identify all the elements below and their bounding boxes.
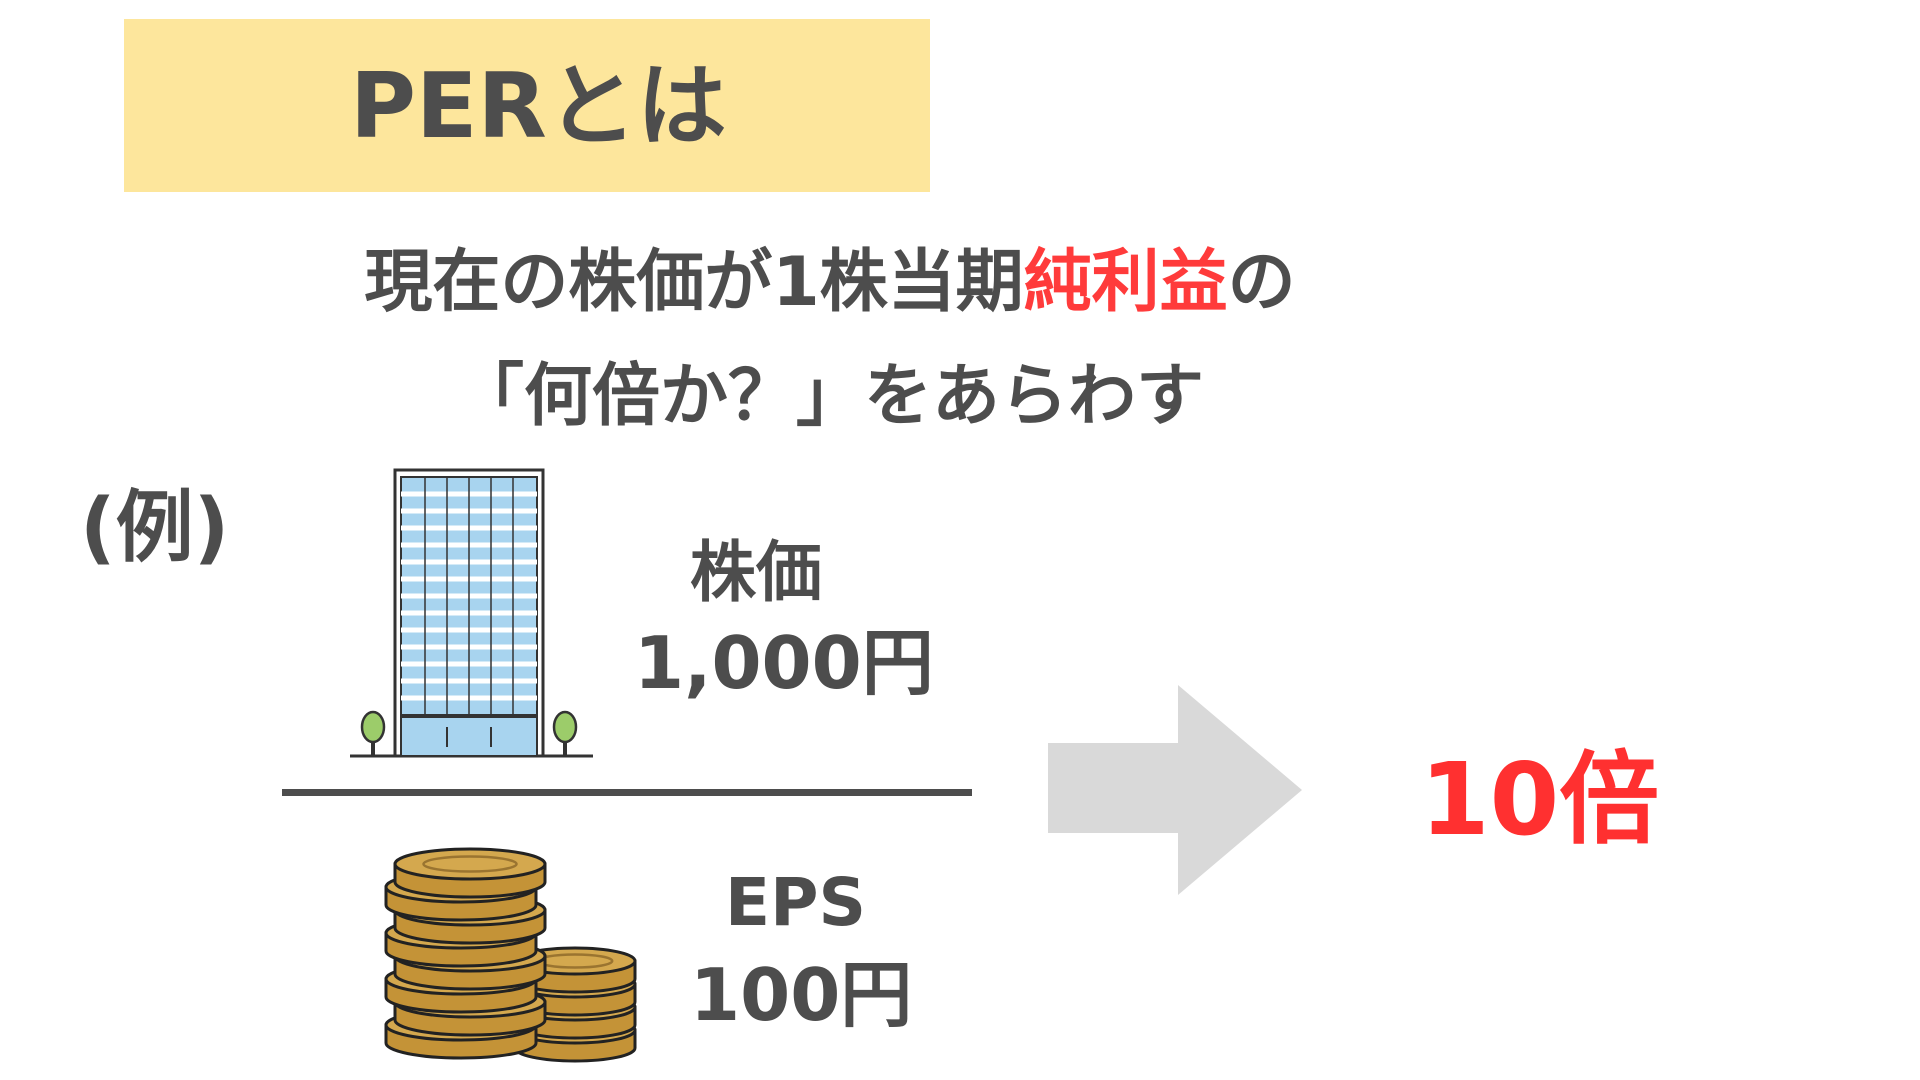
denominator-value: 100円 — [690, 953, 913, 1037]
example-label: (例) — [80, 483, 230, 573]
numerator-value: 1,000円 — [634, 621, 934, 705]
description-line-2: 「何倍か？」をあらわす — [455, 357, 1204, 436]
description-accent: 純利益 — [1023, 243, 1228, 322]
result-value: 10倍 — [1420, 741, 1660, 858]
coin-rim — [422, 855, 518, 873]
fraction-line — [282, 789, 972, 796]
page-title: PERとは — [350, 54, 727, 159]
coin-stack-icon — [384, 847, 637, 1063]
title-banner — [124, 19, 930, 192]
numerator-name: 株価 — [690, 534, 822, 611]
description-text-post: の — [1227, 243, 1296, 322]
description-line-1: 現在の株価が1株当期純利益の — [30, 238, 1630, 328]
denominator-name: EPS — [725, 864, 866, 941]
description-text-pre: 現在の株価が1株当期 — [364, 243, 1024, 322]
arrow-right-icon — [1048, 685, 1302, 895]
coin-face — [393, 847, 547, 881]
building-icon — [350, 468, 593, 758]
